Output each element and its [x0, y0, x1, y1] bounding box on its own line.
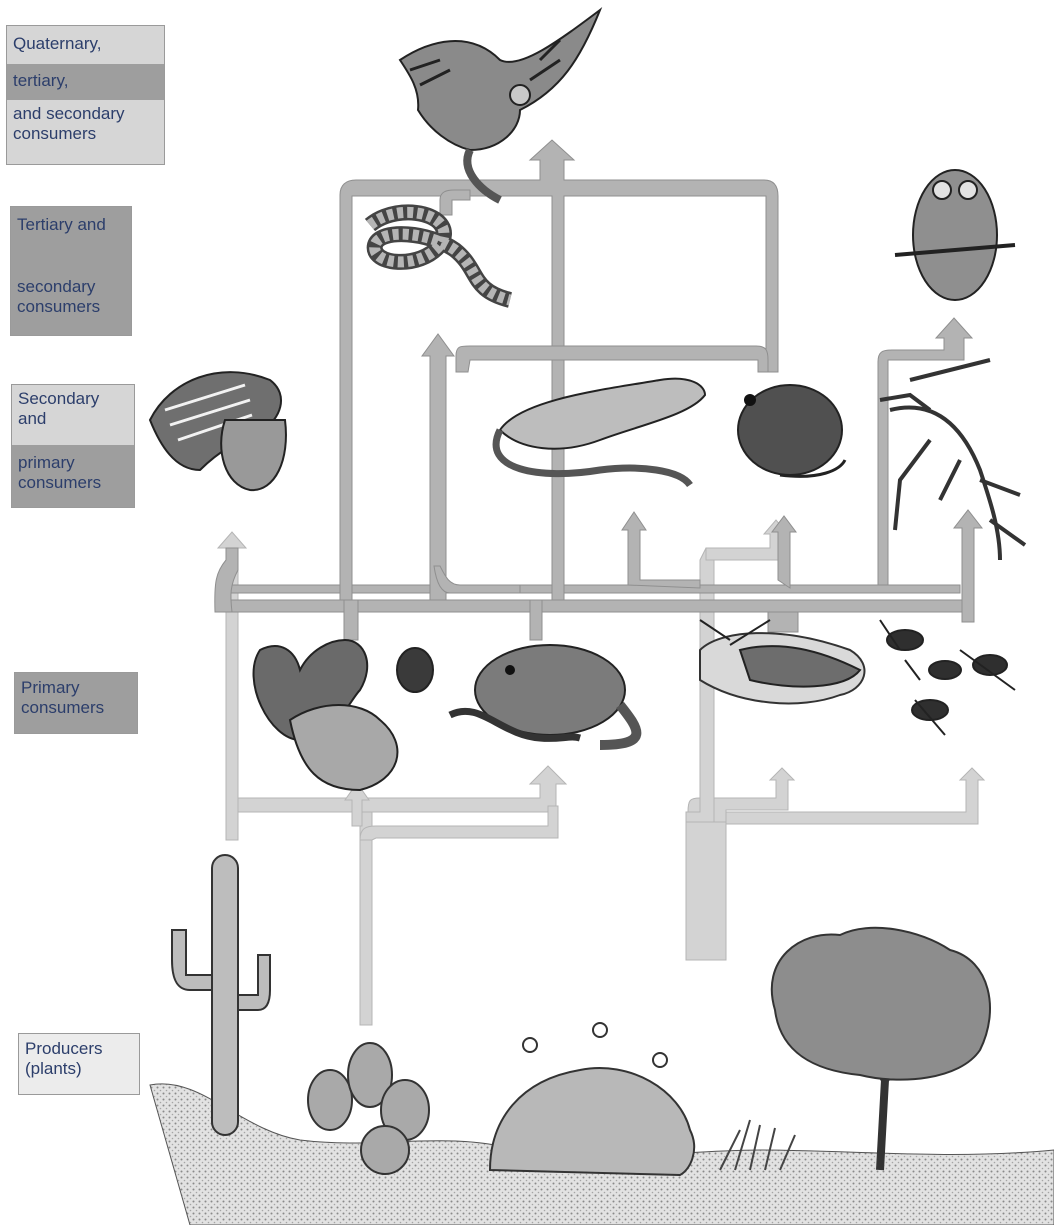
hawk-illustration [400, 10, 600, 200]
woodpecker-illustration [150, 372, 286, 490]
mesquite-tree-illustration [772, 928, 990, 1170]
praying-mantis-illustration [880, 360, 1025, 560]
pack-rat-illustration [450, 645, 636, 745]
grasshopper-illustration [700, 620, 864, 703]
flowering-shrub-illustration [490, 1023, 694, 1175]
ground-squirrel-illustration [254, 640, 433, 790]
owl-illustration [895, 170, 1015, 300]
lizard-illustration [496, 379, 705, 485]
pocket-mouse-illustration [738, 385, 845, 476]
ant-illustration [880, 620, 1015, 735]
rattlesnake-illustration [370, 212, 510, 300]
